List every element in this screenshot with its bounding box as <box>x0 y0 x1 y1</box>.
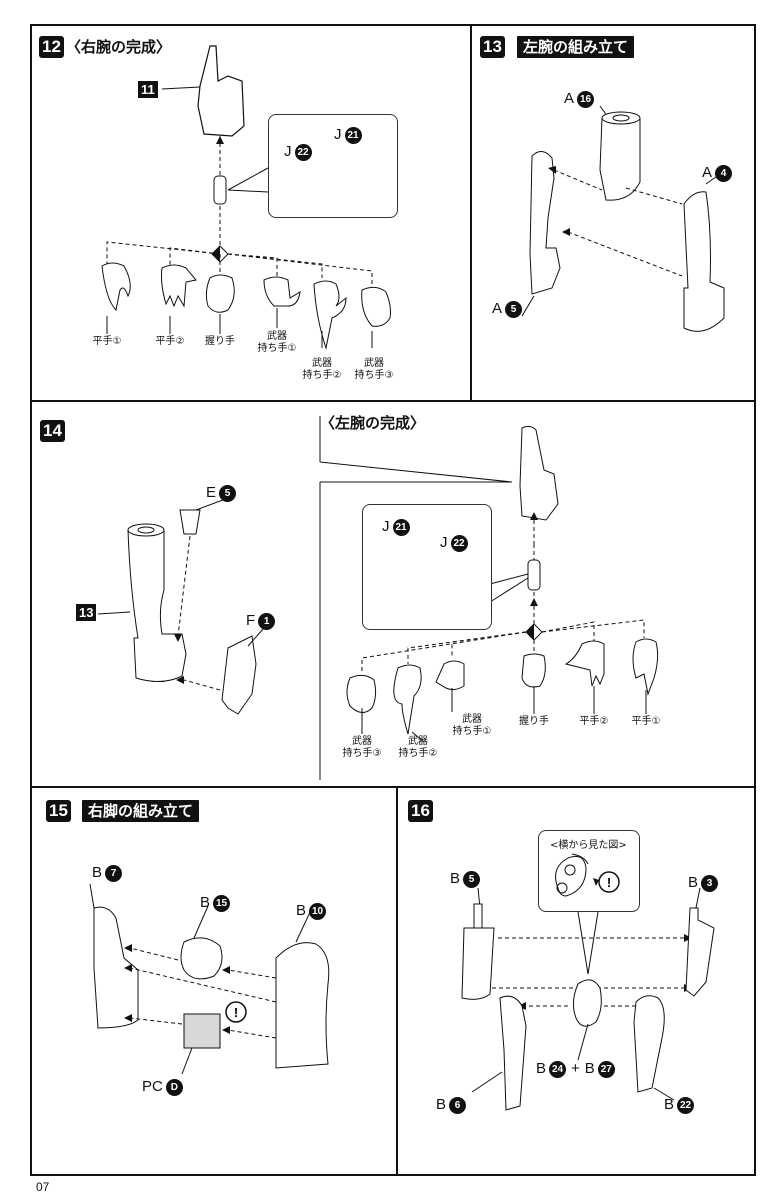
step-reference: 11 <box>138 81 158 98</box>
step-title: 〈右腕の完成〉 <box>66 38 172 56</box>
sprue-letter: J <box>382 518 390 535</box>
part-label-b5: B 5 <box>450 870 481 888</box>
hand-label: 平手② <box>579 716 609 727</box>
caution-icon: ! <box>234 1005 238 1020</box>
step-13-panel: 13 左腕の組み立て A 16 A 4 A 5 <box>470 24 756 402</box>
sprue-letter: F <box>246 612 256 629</box>
right-leg-assembly-diagram: ! <box>89 883 330 1075</box>
side-view-title: <横から見た図> <box>550 840 627 851</box>
part-number-badge: 5 <box>463 870 481 888</box>
part-number-badge: 5 <box>505 300 523 318</box>
plus-sign: + <box>571 1060 580 1077</box>
part-number-badge: 22 <box>450 534 468 552</box>
sprue-letter: J <box>284 143 292 160</box>
step-14-panel: 14 13 <box>30 400 756 788</box>
sprue-letter: B <box>584 1060 595 1077</box>
sprue-letter: E <box>206 484 217 501</box>
hand-label: 武器 持ち手② <box>302 358 342 381</box>
part-label-b7: B 7 <box>92 864 123 882</box>
part-label-a16: A 16 <box>564 90 595 108</box>
step-16-panel: 16 <横から見た図> ! B 5 B 3 <box>396 786 756 1176</box>
sprue-letter: A <box>702 164 713 181</box>
part-label-f1: F 1 <box>246 612 276 630</box>
part-number-badge: 21 <box>392 518 410 536</box>
part-number-badge: 1 <box>258 612 276 630</box>
step-12-panel: 12 〈右腕の完成〉 11 <box>30 24 472 402</box>
part-number-badge: 6 <box>449 1096 467 1114</box>
hand-label: 武器 持ち手① <box>257 331 297 354</box>
part-number-badge: 5 <box>219 484 237 502</box>
step-title: 左腕の組み立て <box>517 36 635 58</box>
hand-label: 握り手 <box>205 336 235 347</box>
part-label-b10: B 10 <box>296 902 327 920</box>
leg-joint-assembly-diagram: ! <box>461 853 715 1111</box>
side-view-inset <box>538 830 640 912</box>
ball-joint-detail-inset <box>362 504 492 630</box>
part-number-badge: 22 <box>294 143 312 161</box>
sprue-letter: J <box>334 126 342 143</box>
sprue-letter: B <box>436 1096 447 1113</box>
sprue-letter: B <box>92 864 103 881</box>
part-label-a4: A 4 <box>702 164 733 182</box>
part-label-j21: J 21 <box>382 518 410 536</box>
part-number-badge: 21 <box>344 126 362 144</box>
step-15-panel: 15 右脚の組み立て ! B 7 B 15 B 10 PC D <box>30 786 398 1176</box>
sprue-letter: B <box>296 902 307 919</box>
part-label-j22: J 22 <box>284 143 312 161</box>
part-label-b24-plus-b27: B 24 + B 27 <box>536 1060 615 1078</box>
left-arm-complete-subtitle: 〈左腕の完成〉 <box>320 414 426 432</box>
part-number-badge: 16 <box>577 90 595 108</box>
hand-label: 平手② <box>155 336 185 347</box>
hand-label: 握り手 <box>519 716 549 727</box>
hand-label: 武器 持ち手③ <box>342 736 382 759</box>
part-number-badge: D <box>165 1078 183 1096</box>
part-number-badge: 15 <box>213 894 231 912</box>
step-number: 12 <box>39 36 64 58</box>
sprue-letter: PC <box>142 1078 163 1095</box>
caution-icon: ! <box>607 875 611 890</box>
ball-joint-detail-inset <box>268 114 398 218</box>
step-number: 13 <box>480 36 505 58</box>
part-label-b15: B 15 <box>200 894 231 912</box>
sprue-letter: B <box>200 894 211 911</box>
part-label-j21: J 21 <box>334 126 362 144</box>
part-label-b3: B 3 <box>688 874 719 892</box>
part-number-badge: 3 <box>701 874 719 892</box>
sprue-letter: J <box>440 534 448 551</box>
step-number: 14 <box>40 420 65 442</box>
part-label-pcd: PC D <box>142 1078 183 1096</box>
part-number-badge: 22 <box>677 1096 695 1114</box>
hand-label: 武器 持ち手③ <box>354 358 394 381</box>
part-number-badge: 4 <box>715 164 733 182</box>
step-title: 右脚の組み立て <box>82 800 200 822</box>
sprue-letter: A <box>564 90 575 107</box>
step-number: 16 <box>408 800 433 822</box>
sprue-letter: B <box>664 1096 675 1113</box>
part-number-badge: 10 <box>309 902 327 920</box>
left-arm-assembly-diagram <box>521 105 725 332</box>
sprue-letter: B <box>688 874 699 891</box>
part-label-j22: J 22 <box>440 534 468 552</box>
hand-label: 武器 持ち手① <box>452 714 492 737</box>
page-number: 07 <box>36 1180 50 1194</box>
part-label-b22: B 22 <box>664 1096 695 1114</box>
sprue-letter: A <box>492 300 503 317</box>
sprue-letter: B <box>450 870 461 887</box>
part-label-a5: A 5 <box>492 300 523 318</box>
step-reference: 13 <box>76 604 97 621</box>
part-number-badge: 27 <box>597 1060 615 1078</box>
part-number-badge: 7 <box>105 864 123 882</box>
hand-label: 平手① <box>631 716 661 727</box>
part-number-badge: 24 <box>549 1060 567 1078</box>
sprue-letter: B <box>536 1060 547 1077</box>
hand-label: 平手① <box>92 336 122 347</box>
step-number: 15 <box>46 800 71 822</box>
part-label-e5: E 5 <box>206 484 237 502</box>
hand-label: 武器 持ち手② <box>398 736 438 759</box>
part-label-b6: B 6 <box>436 1096 467 1114</box>
